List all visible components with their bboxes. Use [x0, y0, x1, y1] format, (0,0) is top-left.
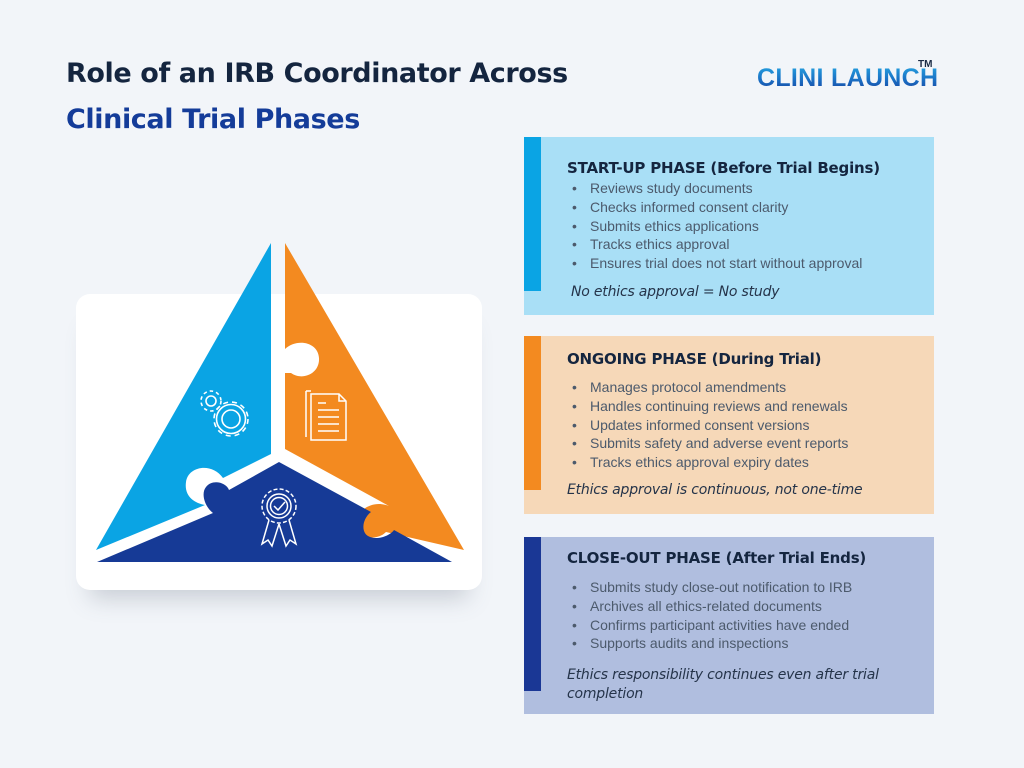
puzzle-piece-ongoing — [285, 243, 464, 550]
phase-card-closeout: CLOSE-OUT PHASE (After Trial Ends) Submi… — [524, 537, 934, 714]
phase-heading: START-UP PHASE (Before Trial Begins) — [567, 159, 880, 177]
list-item: Tracks ethics approval expiry dates — [571, 453, 848, 472]
trademark-mark: TM — [918, 59, 933, 70]
list-item: Ensures trial does not start without app… — [571, 254, 862, 273]
phase-accent-bar — [524, 336, 541, 490]
list-item: Handles continuing reviews and renewals — [571, 397, 848, 416]
phase-heading: ONGOING PHASE (During Trial) — [567, 350, 822, 368]
document-icon — [305, 390, 347, 441]
phase-accent-bar — [524, 137, 541, 291]
list-item: Submits study close-out notification to … — [571, 578, 852, 597]
phase-heading: CLOSE-OUT PHASE (After Trial Ends) — [567, 549, 867, 567]
phase-note: Ethics approval is continuous, not one-t… — [567, 482, 863, 498]
list-item: Submits safety and adverse event reports — [571, 434, 848, 453]
phase-card-ongoing: ONGOING PHASE (During Trial) Manages pro… — [524, 336, 934, 514]
phase-item-list: Reviews study documents Checks informed … — [571, 179, 862, 273]
gears-icon — [200, 390, 249, 437]
list-item: Archives all ethics-related documents — [571, 597, 852, 616]
page-title-line2: Clinical Trial Phases — [66, 104, 360, 135]
phase-accent-bar — [524, 537, 541, 691]
phase-note: No ethics approval = No study — [571, 284, 780, 300]
list-item: Supports audits and inspections — [571, 634, 852, 653]
list-item: Confirms participant activities have end… — [571, 616, 852, 635]
page-title-line1: Role of an IRB Coordinator Across — [66, 58, 568, 89]
phase-item-list: Submits study close-out notification to … — [571, 578, 852, 653]
phase-item-list: Manages protocol amendments Handles cont… — [571, 378, 848, 472]
list-item: Manages protocol amendments — [571, 378, 848, 397]
phase-note: Ethics responsibility continues even aft… — [567, 667, 879, 702]
phase-card-startup: START-UP PHASE (Before Trial Begins) Rev… — [524, 137, 934, 315]
puzzle-piece-startup — [96, 243, 271, 550]
award-badge-icon — [260, 488, 298, 548]
brand-logo: CLINI LAUNCH — [757, 64, 939, 92]
list-item: Tracks ethics approval — [571, 235, 862, 254]
list-item: Updates informed consent versions — [571, 416, 848, 435]
list-item: Checks informed consent clarity — [571, 198, 862, 217]
puzzle-piece-closeout — [97, 462, 452, 562]
list-item: Reviews study documents — [571, 179, 862, 198]
list-item: Submits ethics applications — [571, 217, 862, 236]
